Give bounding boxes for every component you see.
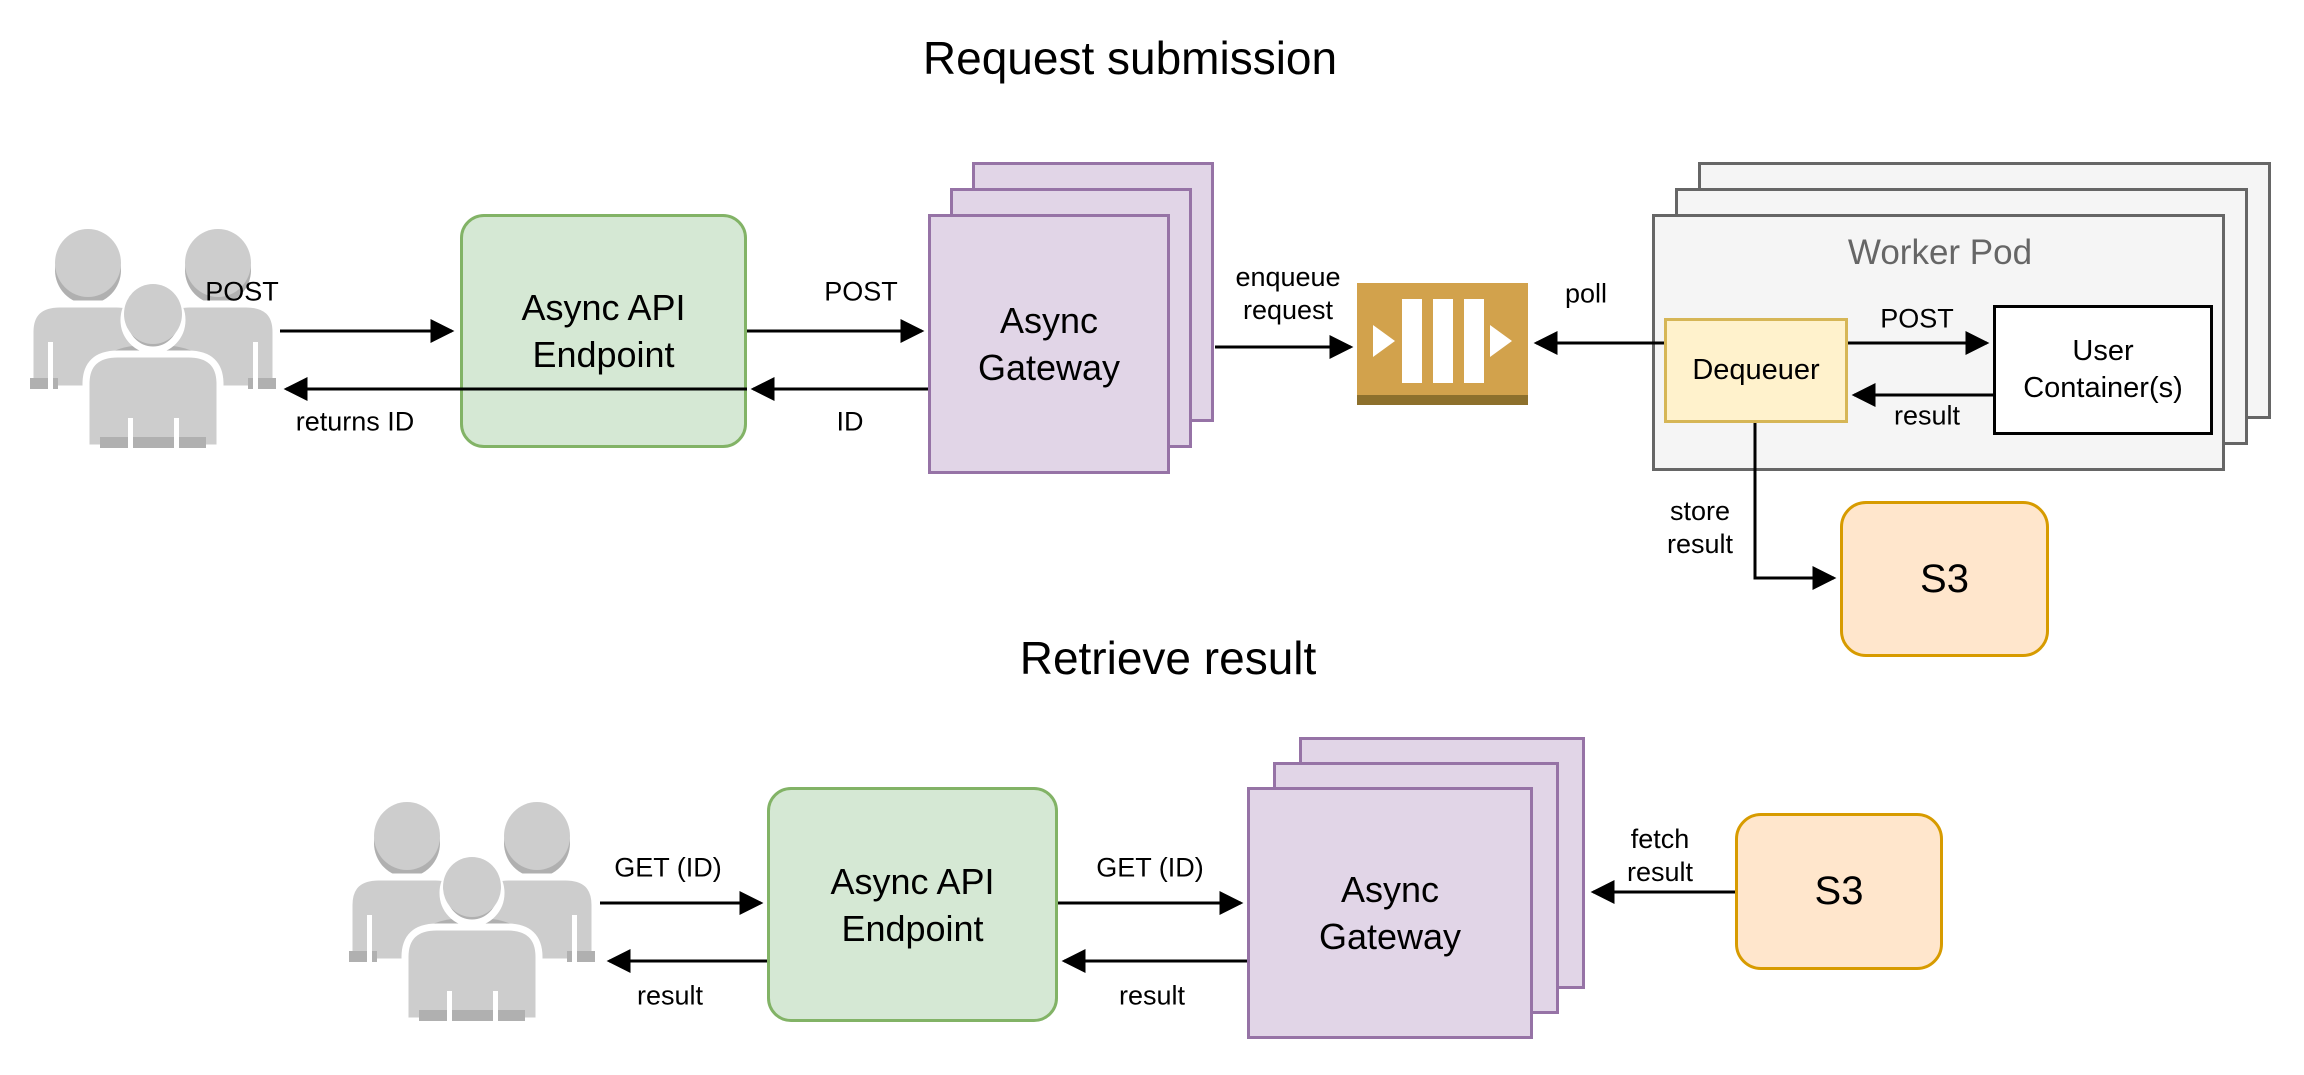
enqueue-request-line2: request	[1242, 295, 1334, 325]
returns-id-label: returns ID	[295, 406, 415, 437]
user-container-label-line2: Container(s)	[2023, 372, 2183, 404]
fetch-result-label: fetch result	[1627, 823, 1693, 889]
async-gateway-label-line2: Gateway	[977, 347, 1121, 388]
id-label: ID	[836, 406, 864, 437]
store-result-label: store result	[1667, 495, 1733, 561]
s3-store-node: S3	[1840, 501, 2049, 657]
users-icon-front	[82, 284, 224, 448]
async-gateway-retrieve-line2: Gateway	[1318, 916, 1462, 957]
result-label-container: result	[1893, 400, 1961, 431]
s3-fetch-node: S3	[1735, 813, 1943, 970]
async-api-endpoint-retrieve-line1: Async API	[830, 860, 995, 902]
store-result-line2: result	[1666, 529, 1734, 559]
fetch-result-line1: fetch	[1630, 824, 1690, 854]
dequeuer-label: Dequeuer	[1692, 354, 1820, 386]
get-id-label-gateway: GET (ID)	[1096, 852, 1204, 883]
post-label-gateway: POST	[824, 276, 898, 307]
users-icon-back-right	[156, 229, 278, 393]
dequeuer-node: Dequeuer	[1664, 318, 1848, 423]
enqueue-request-label: enqueue request	[1235, 261, 1340, 327]
worker-pod-title: Worker Pod	[1847, 233, 2033, 272]
message-queue-icon	[1357, 283, 1528, 405]
async-gateway-retrieve-line1: Async	[1340, 869, 1440, 910]
get-id-label-users: GET (ID)	[614, 852, 722, 883]
s3-store-label: S3	[1920, 556, 1969, 601]
async-api-endpoint-label-line1: Async API	[521, 287, 686, 328]
users-icon-retrieve	[347, 802, 597, 1021]
users-icon-retrieve-front	[401, 857, 543, 1021]
result-label-users: result	[636, 980, 704, 1011]
users-icon-back-left	[28, 229, 150, 393]
users-icon	[28, 229, 278, 448]
s3-fetch-label: S3	[1814, 869, 1864, 913]
retrieve-result-title: Retrieve result	[1019, 632, 1317, 684]
async-api-endpoint-node-retrieve: Async API Endpoint	[767, 787, 1058, 1022]
poll-label: poll	[1564, 278, 1608, 309]
async-gateway-node: Async Gateway	[928, 214, 1170, 474]
async-gateway-node-retrieve: Async Gateway	[1247, 787, 1533, 1039]
post-label-users: POST	[205, 276, 279, 307]
async-gateway-label-line1: Async	[999, 300, 1099, 341]
result-label-gateway: result	[1118, 980, 1186, 1011]
async-api-endpoint-node: Async API Endpoint	[460, 214, 747, 448]
store-result-line1: store	[1669, 496, 1731, 526]
user-container-node: User Container(s)	[1993, 305, 2213, 435]
async-api-endpoint-retrieve-line2: Endpoint	[841, 907, 984, 949]
post-label-container: POST	[1880, 303, 1954, 334]
fetch-result-line2: result	[1626, 857, 1694, 887]
async-api-endpoint-label-line2: Endpoint	[532, 334, 675, 375]
enqueue-request-line1: enqueue	[1235, 262, 1341, 292]
request-submission-title: Request submission	[922, 32, 1338, 84]
user-container-label-line1: User	[2072, 335, 2134, 367]
